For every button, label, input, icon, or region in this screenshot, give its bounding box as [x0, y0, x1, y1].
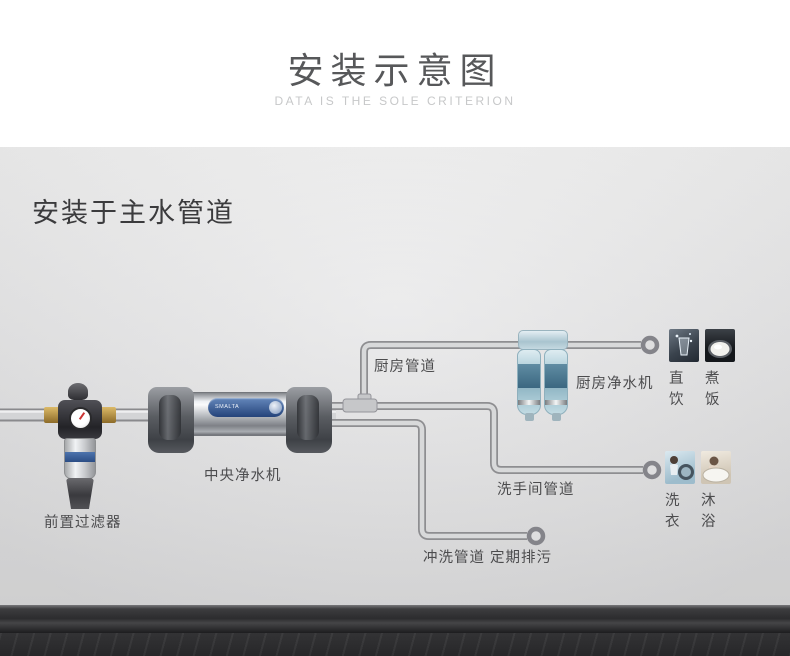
wall-background: [0, 147, 790, 605]
tee-fitting-icon: [342, 393, 378, 413]
pre-filter-bottle-icon: [64, 438, 96, 479]
pre-filter-knob-icon: [68, 383, 88, 400]
kitchen-purifier-device: [515, 329, 571, 429]
kitchen-purifier-label: 厨房净水机: [576, 376, 654, 392]
central-purifier-device: SMALTA: [146, 387, 334, 455]
cooking-label: 煮饭: [705, 371, 721, 408]
kitchen-pipe-label: 厨房管道: [374, 359, 436, 375]
central-purifier-label: 中央净水机: [204, 468, 282, 484]
pressure-gauge-icon: [69, 407, 92, 430]
bathroom-pipe-label: 洗手间管道: [497, 482, 575, 498]
wood-floor: [0, 633, 790, 656]
brass-fitting-left-icon: [44, 407, 60, 423]
filter-cartridge-icon: [517, 349, 541, 421]
page-subtitle: DATA IS THE SOLE CRITERION: [274, 94, 516, 108]
laundry-photo: [665, 451, 695, 484]
kitchen-outlets: 直饮 煮饭: [669, 329, 735, 409]
laundry-outlet: 洗衣: [665, 451, 695, 531]
purifier-bracket-right-icon: [286, 387, 332, 453]
cooking-outlet: 煮饭: [705, 329, 735, 409]
kitchen-pipe-end-icon: [640, 335, 660, 355]
drinking-outlet: 直饮: [669, 329, 699, 409]
drinking-label: 直饮: [669, 371, 685, 408]
bath-photo: [701, 451, 731, 484]
pre-filter-bottom-cap-icon: [66, 478, 94, 509]
section-heading: 安装于主水管道: [32, 198, 235, 228]
bathroom-outlets: 洗衣 沐浴: [665, 451, 731, 531]
pre-filter-label: 前置过滤器: [44, 515, 122, 531]
pre-filter-label-band: [65, 452, 95, 462]
bath-outlet: 沐浴: [701, 451, 731, 531]
central-purifier-brand-band: SMALTA: [208, 398, 284, 417]
rice-pot-photo: [705, 329, 735, 362]
laundry-label: 洗衣: [665, 493, 681, 530]
drinking-water-photo: [669, 329, 699, 362]
brass-fitting-right-icon: [100, 407, 116, 423]
kitchen-purifier-manifold-icon: [518, 330, 568, 350]
bath-label: 沐浴: [701, 493, 717, 530]
bathroom-pipe-end-icon: [642, 460, 662, 480]
pre-filter-device: [42, 381, 118, 531]
purifier-bracket-left-icon: [148, 387, 194, 453]
page-title: 安装示意图: [287, 50, 503, 91]
baseboard: [0, 605, 790, 633]
flush-pipe-end-icon: [526, 526, 546, 546]
filter-cartridge-icon: [544, 349, 568, 421]
flush-pipe-label: 冲洗管道 定期排污: [423, 550, 553, 566]
